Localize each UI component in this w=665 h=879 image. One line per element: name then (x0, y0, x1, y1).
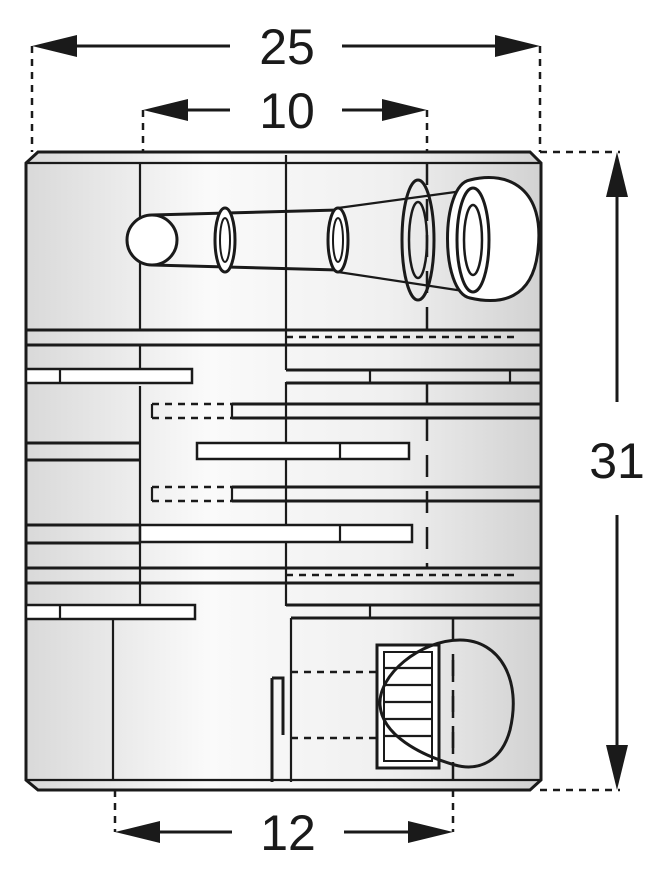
helical-slots (24, 328, 541, 621)
dimension-bore-top: 10 (141, 83, 429, 152)
arrow-up-icon (606, 152, 628, 197)
arrow-down-icon (606, 745, 628, 790)
arrow-left-icon (32, 35, 77, 57)
arrow-right-icon (408, 821, 453, 843)
clamp-screw-top (125, 176, 541, 302)
dimension-label-bore-bottom: 12 (260, 805, 316, 861)
arrow-right-icon (382, 99, 427, 121)
arrow-left-icon (115, 821, 160, 843)
arrow-right-icon (495, 35, 540, 57)
clamp-screw-bottom (270, 638, 515, 782)
dimension-bore-bottom: 12 (113, 790, 455, 861)
dimension-overall-length: 31 (540, 150, 645, 792)
dimension-label-length: 31 (589, 433, 645, 489)
arrow-left-icon (143, 99, 188, 121)
coupling-body (24, 150, 543, 792)
dimension-label-width: 25 (259, 19, 315, 75)
dimension-overall-width: 25 (30, 19, 542, 152)
dimension-label-bore-top: 10 (259, 83, 315, 139)
